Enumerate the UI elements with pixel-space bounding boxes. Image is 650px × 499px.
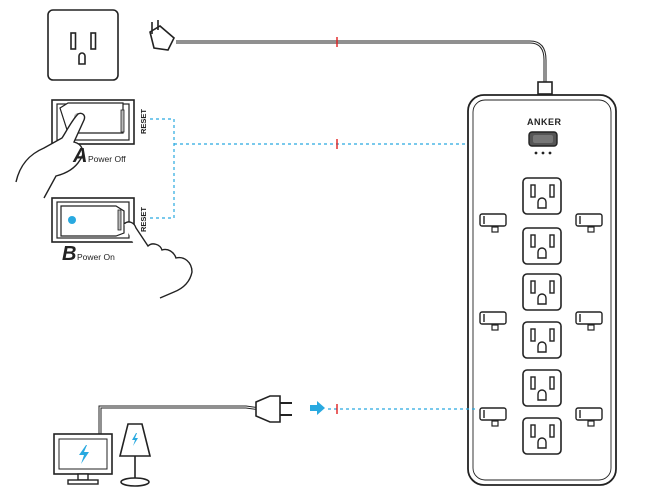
front-outlet-5 (522, 369, 562, 407)
side-outlet-1-r (575, 213, 603, 233)
monitor-icon (53, 433, 113, 485)
switch-b-label: Power On (77, 252, 115, 262)
hand-a-icon (15, 112, 86, 199)
hand-b-icon (123, 221, 193, 299)
front-outlet-4 (522, 321, 562, 359)
switch-a-letter: A (72, 145, 87, 167)
front-outlet-1 (522, 177, 562, 215)
side-outlet-2-r (575, 311, 603, 331)
side-outlet-2-l (479, 311, 507, 331)
reset-label-b: RESET (139, 207, 148, 232)
indicator-on-icon (68, 216, 76, 224)
front-outlet-2 (522, 227, 562, 265)
output-plug-icon (255, 395, 292, 423)
side-outlet-1-l (479, 213, 507, 233)
side-outlets (479, 213, 603, 427)
switch-b-letter: B (62, 243, 76, 265)
lamp-icon (118, 423, 152, 487)
front-outlets (522, 177, 562, 455)
rocker-switch-b (51, 197, 135, 243)
plug-icon (149, 20, 175, 51)
reset-label-a: RESET (139, 109, 148, 134)
side-outlet-3-r (575, 407, 603, 427)
switch-a-label: Power Off (88, 154, 126, 164)
front-outlet-3 (522, 273, 562, 311)
front-outlet-6 (522, 417, 562, 455)
input-cord (176, 40, 547, 82)
output-cord (98, 405, 261, 438)
switch-connector (150, 118, 175, 219)
brand-logo: ANKER (527, 117, 562, 127)
wall-outlet-icon (47, 9, 119, 81)
arrow-right-icon (310, 401, 325, 415)
side-outlet-3-l (479, 407, 507, 427)
power-button (528, 131, 558, 155)
